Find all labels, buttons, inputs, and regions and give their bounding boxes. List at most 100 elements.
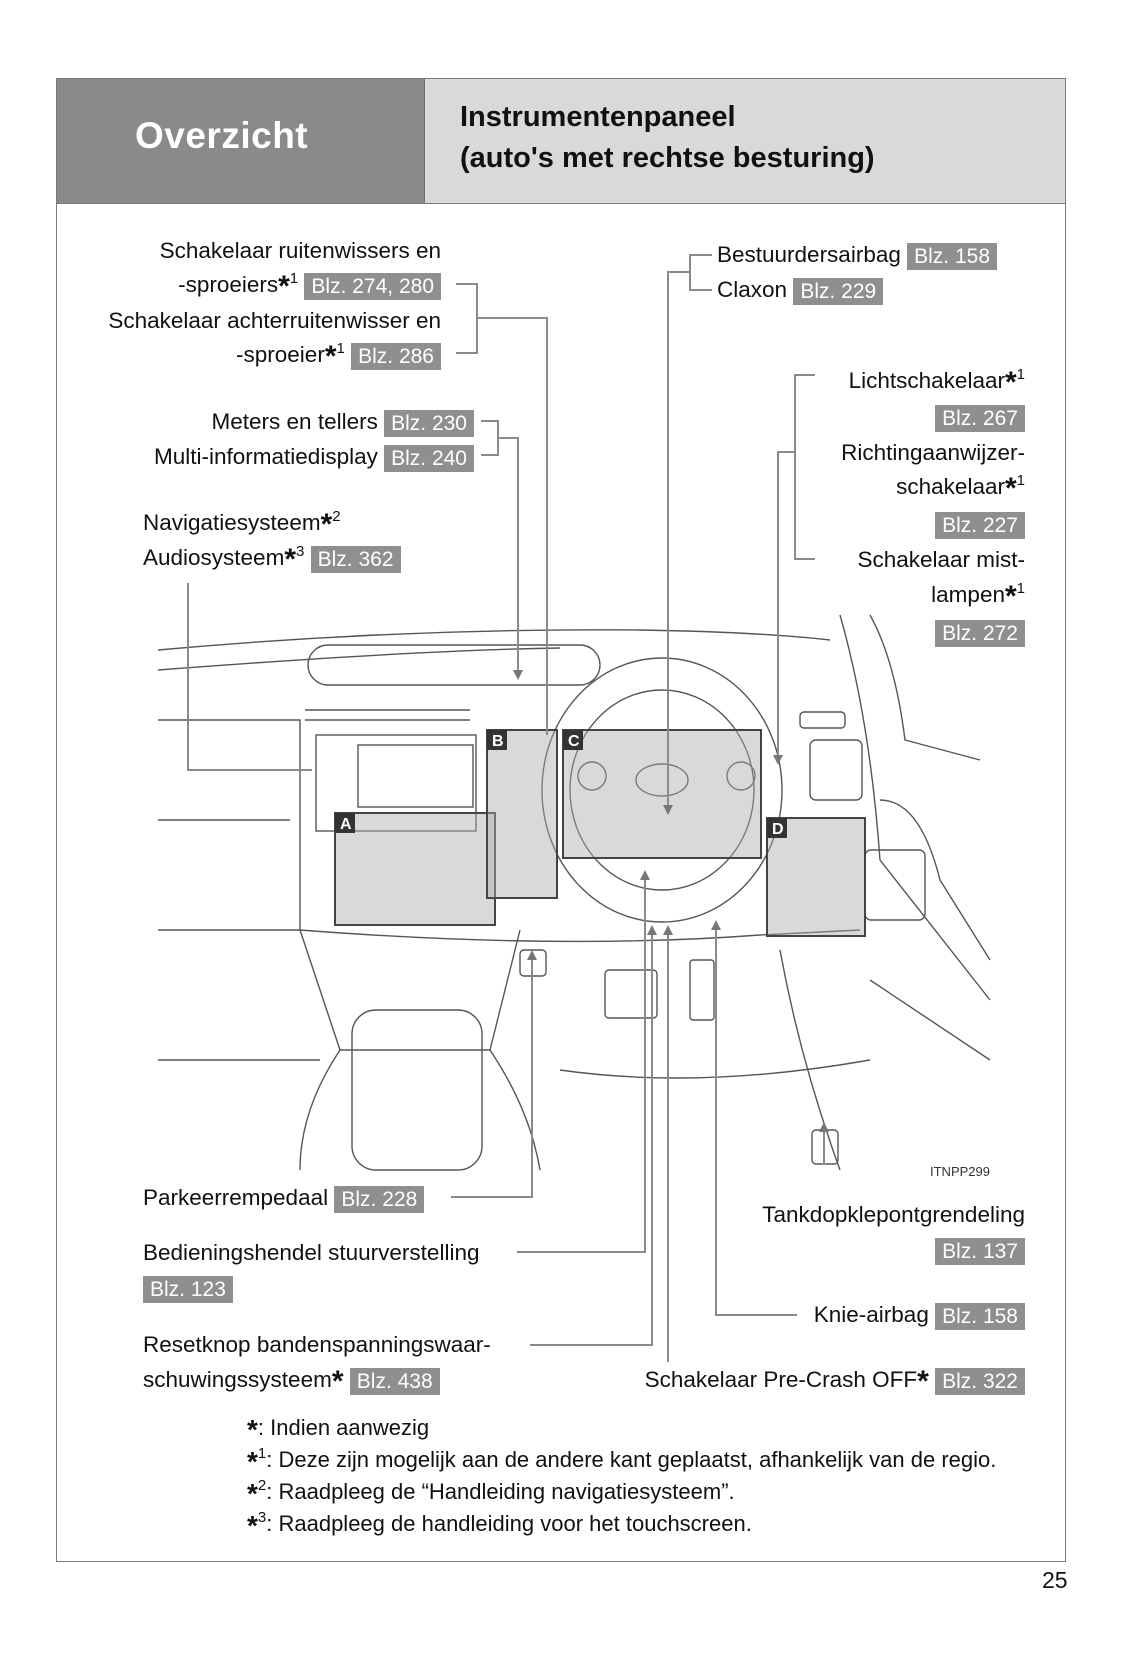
label-multi-text: Multi-informatiedisplay: [154, 444, 378, 469]
label-multi: Multi-informatiedisplay Blz. 240: [154, 442, 474, 472]
label-steer: Bedieningshendel stuurverstelling: [143, 1240, 480, 1265]
label-tire-text: schuwingssysteem: [143, 1367, 332, 1392]
arrowheads: [513, 670, 829, 1132]
page-ref-rear: Blz. 286: [351, 342, 441, 370]
footnote-number: 1: [1016, 580, 1025, 597]
meter-hood: [307, 644, 601, 686]
leader-parking: [451, 960, 533, 1198]
label-wiper-line1: Schakelaar ruitenwissers en: [159, 238, 441, 263]
steering-wheel: [541, 657, 783, 923]
footnote-star: *: [247, 1414, 258, 1445]
page-ref-airbag: Blz. 158: [907, 242, 998, 270]
callout-box-a: [334, 812, 496, 926]
label-audio-text: Audiosysteem: [143, 545, 285, 570]
page-ref-steer: Blz. 123: [143, 1275, 233, 1303]
label-meters: Meters en tellers Blz. 230: [212, 407, 474, 437]
label-fuel-page-row: Blz. 137: [935, 1235, 1025, 1265]
a-pillar: [839, 614, 991, 1001]
section-header: Overzicht: [57, 79, 425, 203]
footnote-text: : Raadpleeg de “Handleiding navigatiesys…: [266, 1479, 735, 1504]
dash-left-face: [158, 719, 301, 931]
page-ref-horn: Blz. 229: [793, 277, 884, 305]
brake-pedal-shape: [604, 969, 658, 1019]
footnote-1: *: Indien aanwezig: [247, 1413, 430, 1445]
footnote-star: *: [917, 1365, 929, 1398]
label-airbag: Bestuurdersairbag Blz. 158: [717, 240, 998, 270]
page-ref-fuel: Blz. 137: [935, 1237, 1025, 1265]
footnote-number: 1: [257, 1445, 267, 1462]
label-tire-line1: Resetknop bandenspanningswaar-: [143, 1332, 491, 1357]
footnote-number: 1: [336, 340, 345, 357]
leader-light: [777, 374, 815, 755]
label-nav: Navigatiesysteem*2: [143, 508, 341, 541]
label-precrash-text: Schakelaar Pre-Crash OFF: [644, 1367, 918, 1392]
page-ref-meters: Blz. 230: [384, 409, 474, 437]
label-turn-text: schakelaar: [896, 474, 1005, 499]
footnote-star: *: [320, 508, 333, 541]
footnote-text: : Indien aanwezig: [257, 1415, 430, 1440]
armrest: [351, 1009, 483, 1171]
label-fog-line1: Schakelaar mist-: [857, 547, 1025, 572]
leader-knee: [715, 930, 797, 1316]
label-fuel: Tankdopklepontgrendeling: [762, 1202, 1025, 1227]
footnote-number: 1: [1016, 472, 1025, 489]
footnote-star: *: [247, 1478, 258, 1509]
label-fog-line2: lampen*1: [931, 580, 1025, 612]
page-ref-multi: Blz. 240: [384, 444, 474, 472]
window-switches: [864, 849, 926, 921]
leader-airbag: [667, 254, 712, 805]
footnote-star: *: [247, 1510, 258, 1541]
page-number: 25: [1042, 1567, 1068, 1593]
page-ref-precrash: Blz. 322: [935, 1367, 1025, 1395]
page-title-line-2: (auto's met rechtse besturing): [460, 142, 875, 174]
wheel-logo: [635, 763, 689, 797]
label-audio: Audiosysteem*3 Blz. 362: [143, 543, 401, 576]
tag-a-bg: [335, 813, 355, 833]
label-wiper-line2: -sproeiers*1 Blz. 274, 280: [178, 270, 441, 303]
center-console: [299, 929, 521, 1051]
footnote-star: *: [1004, 472, 1017, 505]
leader-meters: [481, 420, 519, 670]
dashboard-drawing: [157, 614, 991, 1171]
label-steer-page-row: Blz. 123: [143, 1273, 233, 1303]
dash-top-edge: [157, 629, 831, 651]
label-turn-line2: schakelaar*1: [896, 472, 1025, 505]
label-rear-text: -sproeier: [236, 342, 325, 367]
page-frame: [56, 78, 1066, 1562]
page-ref-wiper: Blz. 274, 280: [304, 272, 441, 300]
tag-d-bg: [767, 818, 787, 838]
label-turn-line1: Richtingaanwijzer-: [841, 440, 1025, 465]
label-nav-text: Navigatiesysteem: [143, 510, 321, 535]
page-title-line-1: Instrumentenpaneel: [460, 101, 736, 133]
callout-tags: A B C D: [335, 730, 787, 838]
page-ref-light: Blz. 267: [935, 404, 1025, 432]
label-light-text: Lichtschakelaar: [848, 368, 1005, 393]
page-ref-parking: Blz. 228: [334, 1185, 425, 1213]
label-light-page-row: Blz. 267: [935, 402, 1025, 432]
footnote-star: *: [284, 543, 297, 576]
leader-audio: [187, 583, 312, 771]
accelerator-shape: [689, 959, 715, 1021]
label-horn-text: Claxon: [717, 277, 788, 302]
footnote-text: : Raadpleeg de handleiding voor het touc…: [266, 1511, 752, 1536]
footnote-number: 1: [1016, 366, 1025, 383]
page-ref-turn: Blz. 227: [935, 511, 1025, 539]
label-fog-page-row: Blz. 272: [935, 617, 1025, 647]
label-tire-line2: schuwingssysteem* Blz. 438: [143, 1365, 440, 1397]
label-rear-line1: Schakelaar achterruitenwisser en: [108, 308, 441, 333]
label-fog-text: lampen: [931, 582, 1005, 607]
callout-box-c: [562, 729, 762, 859]
tag-c-bg: [563, 730, 583, 750]
label-knee: Knie-airbag Blz. 158: [814, 1300, 1025, 1330]
leader-wipers: [456, 283, 548, 735]
footnote-2: *1: Deze zijn mogelijk aan de andere kan…: [247, 1445, 996, 1477]
label-parking: Parkeerrempedaal Blz. 228: [143, 1183, 425, 1213]
footnote-star: *: [324, 340, 337, 373]
label-airbag-text: Bestuurdersairbag: [717, 242, 901, 267]
footnote-star: *: [278, 270, 290, 303]
tag-d: D: [772, 821, 784, 838]
footnote-star: *: [247, 1446, 258, 1477]
callout-boxes: [334, 729, 866, 937]
footnote-number: 3: [257, 1509, 267, 1526]
